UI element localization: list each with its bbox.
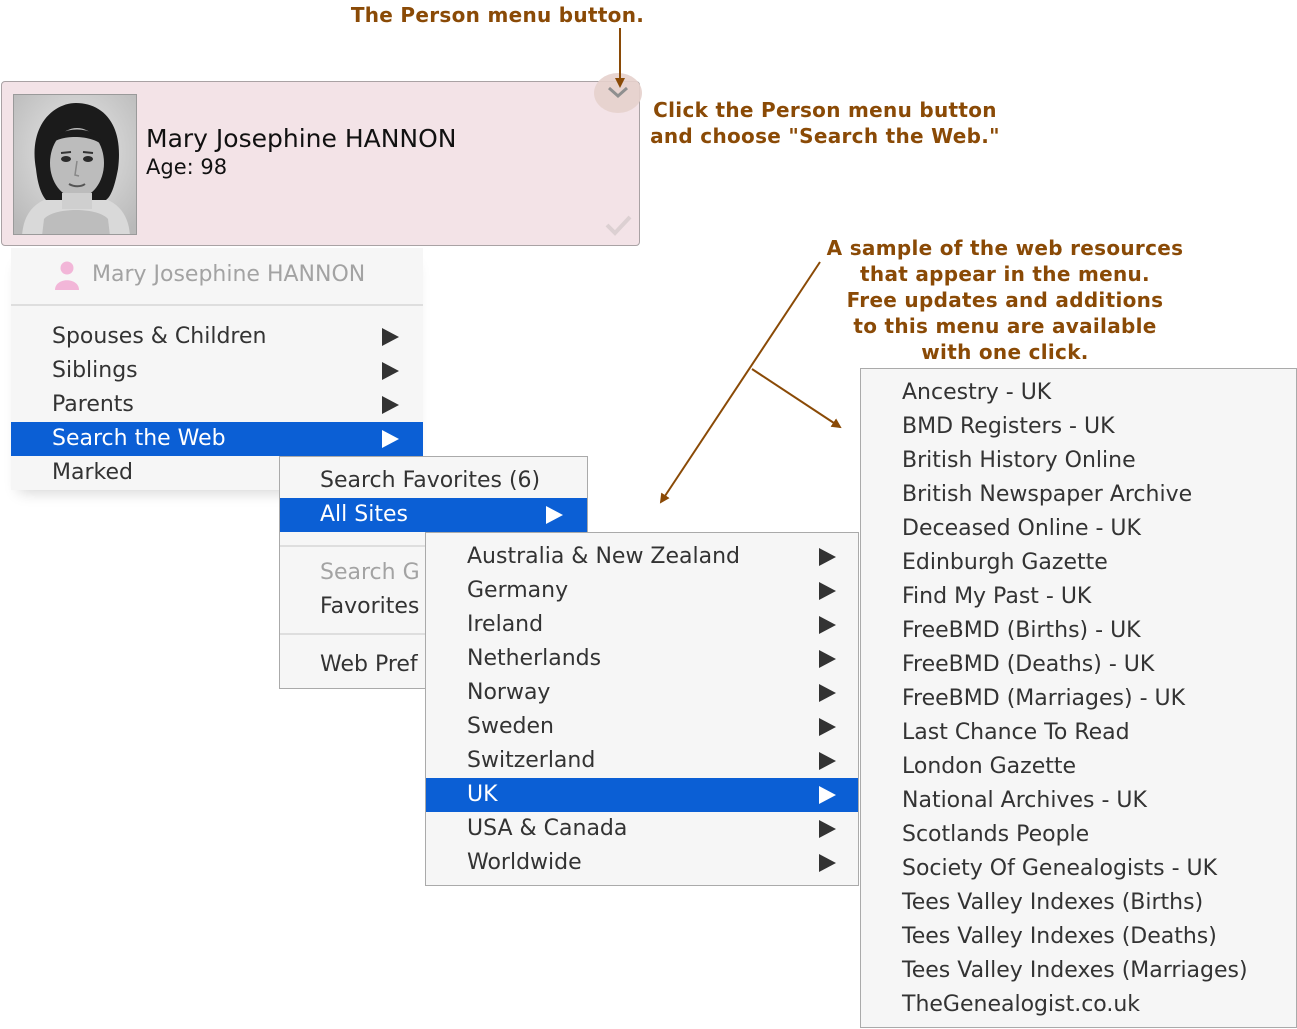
person-photo <box>13 94 137 235</box>
annotation-click-line-2: and choose "Search the Web." <box>650 124 1000 148</box>
person-age: Age: 98 <box>146 155 228 179</box>
menu-item-label: Marked <box>52 460 133 485</box>
menu-item-sweden[interactable]: Sweden <box>426 710 858 744</box>
submenu-arrow-icon <box>819 548 836 566</box>
menu-item-label: Spouses & Children <box>52 324 267 349</box>
menu-item-last-chance-to-read[interactable]: Last Chance To Read <box>902 720 1130 745</box>
menu-item-label: Search Favorites (6) <box>320 468 541 493</box>
submenu-arrow-icon <box>546 506 563 524</box>
menu-item-germany[interactable]: Germany <box>426 574 858 608</box>
annotation-sample: A sample of the web resources that appea… <box>790 235 1220 365</box>
menu-item-netherlands[interactable]: Netherlands <box>426 642 858 676</box>
submenu-arrow-icon <box>819 582 836 600</box>
annotation-sample-line-5: with one click. <box>921 340 1089 364</box>
menu-item-label: Search G <box>320 560 420 585</box>
arrow-to-uk-list <box>751 368 842 429</box>
menu-item-label: Web Pref <box>320 652 418 677</box>
menu-item-norway[interactable]: Norway <box>426 676 858 710</box>
menu-item-label: Parents <box>52 392 134 417</box>
menu-item-freebmd-births-uk[interactable]: FreeBMD (Births) - UK <box>902 618 1141 643</box>
menu-item-freebmd-marriages-uk[interactable]: FreeBMD (Marriages) - UK <box>902 686 1186 711</box>
menu-item-label: Favorites <box>320 594 420 619</box>
submenu-arrow-icon <box>819 684 836 702</box>
menu-item-parents[interactable]: Parents <box>11 388 423 422</box>
menu-item-freebmd-deaths-uk[interactable]: FreeBMD (Deaths) - UK <box>902 652 1155 677</box>
submenu-arrow-icon <box>819 786 836 804</box>
menu-item-ancestry-uk[interactable]: Ancestry - UK <box>902 380 1052 405</box>
menu-item-label: Search the Web <box>52 426 226 451</box>
menu-item-favorites[interactable]: Favorites <box>280 590 587 624</box>
menu-item-search-google: Search G <box>280 556 587 590</box>
menu-item-worldwide[interactable]: Worldwide <box>426 846 858 880</box>
annotation-click-line-1: Click the Person menu button <box>653 98 997 122</box>
submenu-arrow-icon <box>819 616 836 634</box>
menu-item-british-history-online[interactable]: British History Online <box>902 448 1136 473</box>
menu-item-label: Australia & New Zealand <box>467 544 741 569</box>
menu-item-all-sites[interactable]: All Sites <box>280 498 587 532</box>
person-name: Mary Josephine HANNON <box>146 124 457 153</box>
menu-item-british-newspaper-archive[interactable]: British Newspaper Archive <box>902 482 1193 507</box>
annotation-sample-line-2: that appear in the menu. <box>860 262 1150 286</box>
annotation-sample-line-1: A sample of the web resources <box>826 236 1184 260</box>
menu-item-australia-new-zealand[interactable]: Australia & New Zealand <box>426 540 858 574</box>
separator <box>11 304 423 306</box>
menu-item-uk[interactable]: UK <box>426 778 858 812</box>
female-person-icon <box>54 260 80 290</box>
all-sites-menu: Australia & New Zealand Germany Ireland … <box>425 532 859 886</box>
menu-item-switzerland[interactable]: Switzerland <box>426 744 858 778</box>
menu-item-label: Worldwide <box>467 850 582 875</box>
menu-item-label: USA & Canada <box>467 816 628 841</box>
menu-item-national-archives-uk[interactable]: National Archives - UK <box>902 788 1147 813</box>
menu-item-web-preferences[interactable]: Web Pref <box>280 648 587 682</box>
menu-item-tees-valley-marriages[interactable]: Tees Valley Indexes (Marriages) <box>902 958 1248 983</box>
menu-item-ireland[interactable]: Ireland <box>426 608 858 642</box>
menu-item-label: Norway <box>467 680 551 705</box>
annotation-click: Click the Person menu button and choose … <box>640 97 1010 149</box>
checkmark-icon[interactable] <box>603 213 633 237</box>
submenu-arrow-icon <box>819 650 836 668</box>
person-menu-header: Mary Josephine HANNON <box>92 262 366 287</box>
menu-item-label: Sweden <box>467 714 554 739</box>
menu-item-label: Siblings <box>52 358 138 383</box>
menu-item-search-favorites[interactable]: Search Favorites (6) <box>280 464 587 498</box>
menu-item-spouses-children[interactable]: Spouses & Children <box>11 320 423 354</box>
annotation-sample-line-3: Free updates and additions <box>846 288 1164 312</box>
menu-item-marked[interactable]: Marked <box>11 456 423 490</box>
submenu-arrow-icon <box>382 328 399 346</box>
submenu-arrow-icon <box>819 752 836 770</box>
menu-item-siblings[interactable]: Siblings <box>11 354 423 388</box>
chevron-down-icon <box>608 86 628 99</box>
submenu-arrow-icon <box>819 820 836 838</box>
menu-item-edinburgh-gazette[interactable]: Edinburgh Gazette <box>902 550 1108 575</box>
menu-item-label: Switzerland <box>467 748 596 773</box>
menu-item-tees-valley-deaths[interactable]: Tees Valley Indexes (Deaths) <box>902 924 1217 949</box>
menu-item-usa-canada[interactable]: USA & Canada <box>426 812 858 846</box>
submenu-arrow-icon <box>382 362 399 380</box>
submenu-arrow-icon <box>819 854 836 872</box>
menu-item-deceased-online-uk[interactable]: Deceased Online - UK <box>902 516 1141 541</box>
person-card[interactable]: Mary Josephine HANNON Age: 98 <box>1 81 640 246</box>
menu-item-label: UK <box>467 782 498 807</box>
menu-item-scotlands-people[interactable]: Scotlands People <box>902 822 1090 847</box>
annotation-menu-button: The Person menu button. <box>350 3 645 27</box>
menu-item-label: Germany <box>467 578 569 603</box>
menu-item-society-of-genealogists-uk[interactable]: Society Of Genealogists - UK <box>902 856 1218 881</box>
menu-item-thegenealogist[interactable]: TheGenealogist.co.uk <box>902 992 1141 1017</box>
menu-item-label: All Sites <box>320 502 408 527</box>
uk-sites-menu: Ancestry - UK BMD Registers - UK British… <box>860 368 1297 1028</box>
menu-item-search-the-web[interactable]: Search the Web <box>11 422 423 456</box>
submenu-arrow-icon <box>382 430 399 448</box>
menu-item-label: Netherlands <box>467 646 602 671</box>
submenu-arrow-icon <box>819 718 836 736</box>
person-menu: Mary Josephine HANNON Spouses & Children… <box>11 248 423 490</box>
menu-item-label: Ireland <box>467 612 544 637</box>
menu-item-tees-valley-births[interactable]: Tees Valley Indexes (Births) <box>902 890 1204 915</box>
menu-item-bmd-registers-uk[interactable]: BMD Registers - UK <box>902 414 1115 439</box>
menu-item-london-gazette[interactable]: London Gazette <box>902 754 1077 779</box>
annotation-sample-line-4: to this menu are available <box>853 314 1157 338</box>
submenu-arrow-icon <box>382 396 399 414</box>
menu-item-find-my-past-uk[interactable]: Find My Past - UK <box>902 584 1092 609</box>
